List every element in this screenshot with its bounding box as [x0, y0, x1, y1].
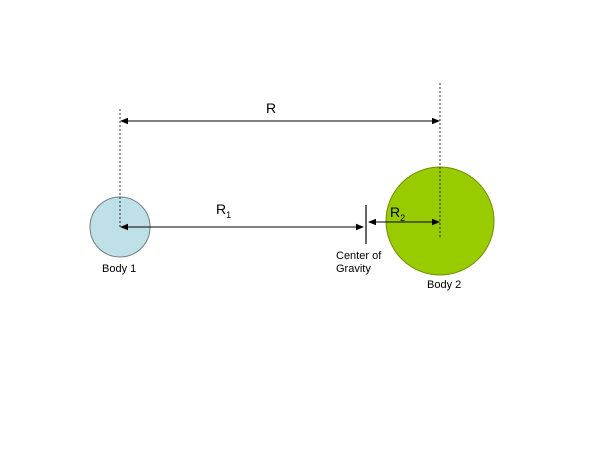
body-2-label: Body 2: [427, 279, 461, 291]
distance-r2-label: R2: [390, 204, 405, 223]
distance-r-label: R: [266, 100, 276, 116]
center-of-gravity-label-line2: Gravity: [336, 263, 371, 275]
distance-r2-label-main: R: [390, 204, 400, 220]
distance-r1-label-subscript: 1: [226, 210, 231, 220]
distance-r1-label-main: R: [216, 201, 226, 217]
distance-r1-label: R1: [216, 201, 231, 220]
center-of-gravity-label-line1: Center of: [336, 250, 382, 262]
body-1-label: Body 1: [102, 263, 136, 275]
distance-r2-label-subscript: 2: [400, 213, 405, 223]
